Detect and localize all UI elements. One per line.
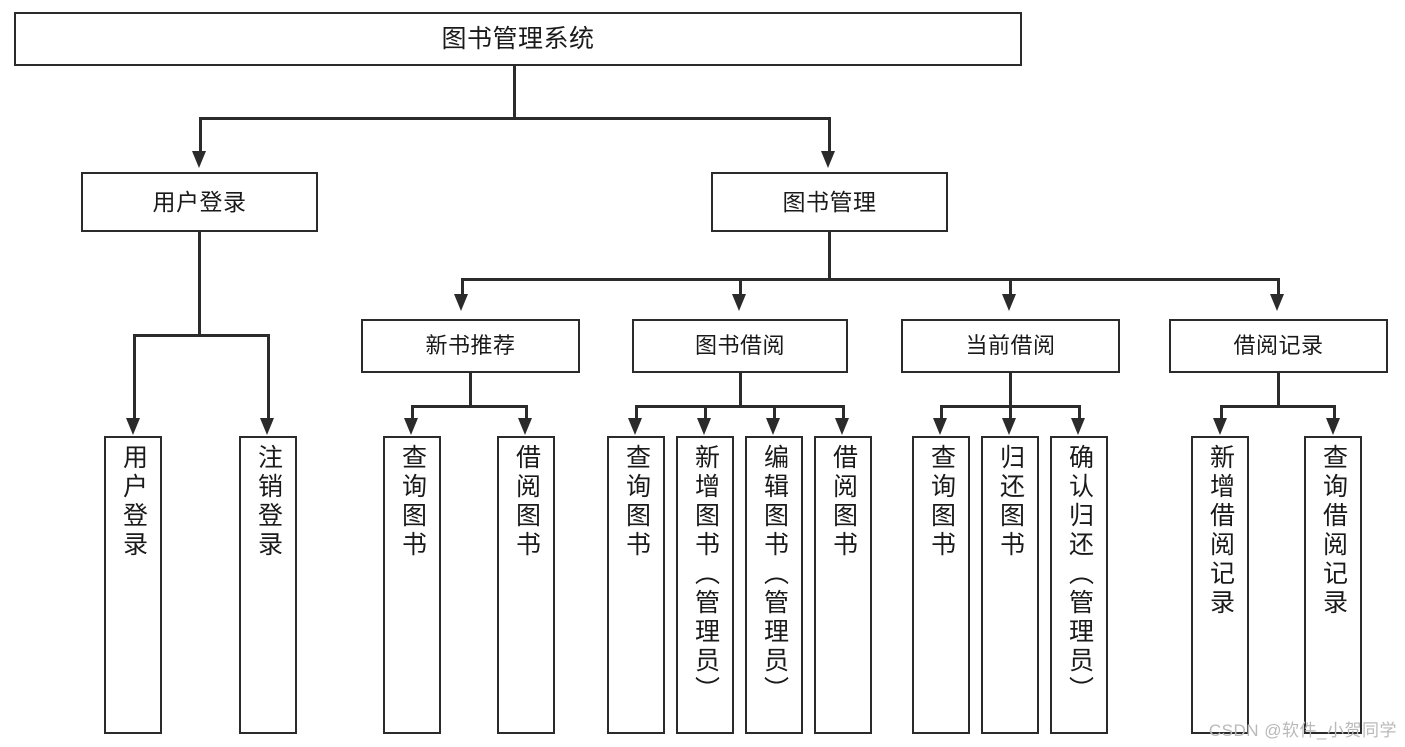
node-label: 用户登录: [152, 188, 247, 215]
connector-user-login-stem: [198, 232, 201, 335]
leaf-return-book[interactable]: 归还图书: [981, 436, 1039, 734]
connector-bm-to-new-book: [461, 278, 464, 296]
connector-root-bus: [199, 117, 831, 120]
arrow-user-login-leaf-2-icon: [260, 418, 274, 435]
leaf-query-book-borrow[interactable]: 查询图书: [607, 436, 665, 734]
arrow-bm-to-current-borrow-icon: [1002, 294, 1016, 311]
connector-root-to-user-login: [199, 117, 202, 153]
node-label: 新增借阅记录: [1206, 444, 1235, 618]
connector-book-borrow-branch-1: [635, 405, 638, 420]
connector-current-borrow-branch-3: [1078, 405, 1081, 420]
arrow-bm-to-book-borrow-icon: [732, 294, 746, 311]
leaf-edit-book[interactable]: 编辑图书（管理员）: [745, 436, 803, 734]
arrow-user-login-leaf-1-icon: [126, 418, 140, 435]
arrow-borrow-record-leaf-1-icon: [1213, 418, 1227, 435]
node-label: 归还图书: [996, 444, 1025, 560]
arrow-bm-to-borrow-record-icon: [1270, 294, 1284, 311]
node-label: 当前借阅: [965, 333, 1056, 359]
node-label: 查询图书: [398, 444, 427, 560]
node-label: 查询借阅记录: [1319, 444, 1348, 618]
arrow-new-book-leaf-2-icon: [518, 418, 532, 435]
connector-root-stem: [513, 66, 516, 118]
leaf-borrow-book[interactable]: 借阅图书: [814, 436, 872, 734]
connector-borrow-record-bus: [1220, 405, 1335, 408]
arrow-bm-to-new-book-icon: [454, 294, 468, 311]
leaf-query-book-new-recommend[interactable]: 查询图书: [383, 436, 441, 734]
connector-new-book-branch-2: [525, 405, 528, 420]
leaf-query-borrow-record[interactable]: 查询借阅记录: [1304, 436, 1362, 734]
node-label: 新增图书（管理员）: [691, 444, 720, 705]
node-borrow-record[interactable]: 借阅记录: [1169, 319, 1388, 373]
leaf-add-book[interactable]: 新增图书（管理员）: [676, 436, 734, 734]
node-label: 图书借阅: [694, 333, 785, 359]
leaf-confirm-return[interactable]: 确认归还（管理员）: [1050, 436, 1108, 734]
connector-borrow-record-branch-2: [1333, 405, 1336, 420]
connector-book-borrow-branch-4: [842, 405, 845, 420]
node-label: 确认归还（管理员）: [1065, 444, 1094, 705]
node-book-management[interactable]: 图书管理: [711, 172, 948, 232]
node-label: 借阅图书: [829, 444, 858, 560]
connector-new-book-branch-1: [411, 405, 414, 420]
arrow-book-borrow-leaf-2-icon: [697, 418, 711, 435]
arrow-new-book-leaf-1-icon: [404, 418, 418, 435]
node-label: 查询图书: [622, 444, 651, 560]
node-label: 用户登录: [119, 444, 148, 560]
node-label: 借阅记录: [1233, 333, 1324, 359]
connector-book-borrow-bus: [635, 405, 844, 408]
leaf-add-borrow-record[interactable]: 新增借阅记录: [1191, 436, 1249, 734]
node-current-borrow[interactable]: 当前借阅: [901, 319, 1120, 373]
connector-bm-to-borrow-record: [1277, 278, 1280, 296]
node-label: 编辑图书（管理员）: [760, 444, 789, 705]
leaf-query-book-current[interactable]: 查询图书: [912, 436, 970, 734]
node-root-book-management-system[interactable]: 图书管理系统: [14, 12, 1022, 66]
connector-user-login-branch-1: [133, 334, 136, 420]
arrow-book-borrow-leaf-1-icon: [628, 418, 642, 435]
connector-book-borrow-stem: [739, 373, 742, 407]
connector-book-management-stem: [828, 232, 831, 280]
connector-user-login-bus: [133, 334, 270, 337]
arrow-current-borrow-leaf-1-icon: [933, 418, 947, 435]
connector-bm-to-current-borrow: [1009, 278, 1012, 296]
leaf-user-login[interactable]: 用户登录: [104, 436, 162, 734]
node-label: 注销登录: [254, 444, 283, 560]
node-label: 新书推荐: [425, 333, 516, 359]
connector-current-borrow-stem: [1009, 373, 1012, 407]
node-label: 图书管理: [782, 188, 877, 215]
leaf-logout-login[interactable]: 注销登录: [239, 436, 297, 734]
connector-borrow-record-branch-1: [1220, 405, 1223, 420]
connector-new-book-stem: [469, 373, 472, 407]
connector-borrow-record-stem: [1277, 373, 1280, 407]
leaf-borrow-book-new-recommend[interactable]: 借阅图书: [497, 436, 555, 734]
arrow-borrow-record-leaf-2-icon: [1326, 418, 1340, 435]
arrow-book-borrow-leaf-4-icon: [835, 418, 849, 435]
connector-current-borrow-branch-2: [1009, 405, 1012, 420]
arrow-root-to-user-login-icon: [192, 151, 206, 168]
connector-user-login-branch-2: [267, 334, 270, 420]
node-book-borrow[interactable]: 图书借阅: [632, 319, 848, 373]
connector-bm-to-book-borrow: [739, 278, 742, 296]
node-label: 查询图书: [927, 444, 956, 560]
arrow-book-borrow-leaf-3-icon: [766, 418, 780, 435]
connector-root-to-book-management: [828, 117, 831, 153]
connector-book-borrow-branch-3: [773, 405, 776, 420]
arrow-current-borrow-leaf-2-icon: [1002, 418, 1016, 435]
connector-current-borrow-branch-1: [940, 405, 943, 420]
arrow-current-borrow-leaf-3-icon: [1071, 418, 1085, 435]
connector-book-borrow-branch-2: [704, 405, 707, 420]
node-new-book-recommend[interactable]: 新书推荐: [361, 319, 580, 373]
connector-new-book-bus: [411, 405, 527, 408]
node-label: 图书管理系统: [441, 24, 595, 53]
connector-book-management-bus: [461, 278, 1278, 281]
arrow-root-to-book-management-icon: [821, 151, 835, 168]
node-user-login[interactable]: 用户登录: [81, 172, 318, 232]
node-label: 借阅图书: [512, 444, 541, 560]
